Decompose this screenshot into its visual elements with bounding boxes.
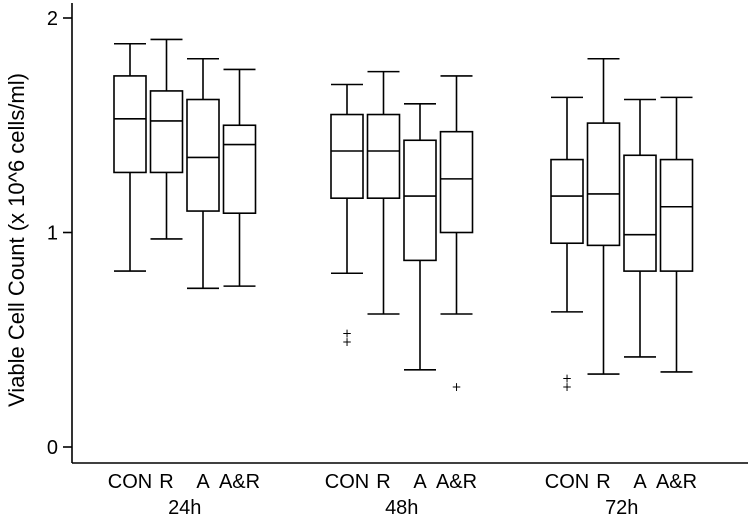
category-label: A [413,471,427,493]
box-24h-CON [113,42,147,272]
category-label: R [159,471,173,493]
y-tick-label: 2 [47,8,58,30]
box-72h-A&R [659,96,694,373]
axes: 0 1 2 [47,3,748,464]
category-label: R [596,471,610,493]
box-iqr [366,113,401,199]
box-iqr [623,154,657,272]
group-label: 24h [168,497,201,519]
outlier-point: + [562,371,572,385]
category-label: CON [325,471,369,493]
box-iqr [550,158,584,245]
y-tick-label: 1 [47,223,58,245]
box-24h-A [186,57,220,290]
box-72h-CON: ++ [550,96,584,394]
category-label: R [376,471,390,493]
box-48h-A [403,103,437,371]
box-iqr [439,130,474,234]
box-iqr [113,75,147,174]
outlier-point: + [562,380,572,394]
category-label: CON [108,471,152,493]
group-label: 72h [605,497,638,519]
box-iqr [149,90,184,174]
category-label: A&R [436,471,477,493]
box-iqr [222,124,257,214]
category-label: CON [545,471,589,493]
box-24h-A&R [222,68,257,287]
outlier-point: + [342,335,352,349]
y-axis-title: Viable Cell Count (x 10^6 cells/ml) [4,73,29,407]
box-72h-R [586,57,621,375]
box-iqr [186,98,220,212]
box-72h-A [623,98,657,358]
outlier-point: + [451,380,461,394]
plot-area: +++++ [113,38,694,394]
box-iqr [403,139,437,262]
y-tick-label: 0 [47,437,58,459]
box-48h-CON: ++ [330,83,364,349]
category-label: A&R [656,471,697,493]
box-48h-A&R: + [439,75,474,394]
box-iqr [330,113,364,199]
box-iqr [659,158,694,272]
box-iqr [586,122,621,247]
group-label: 48h [385,497,418,519]
box-48h-R [366,70,401,315]
category-label: A&R [219,471,260,493]
box-24h-R [149,38,184,240]
category-label: A [196,471,210,493]
outlier-point: + [342,326,352,340]
category-label: A [633,471,647,493]
category-labels: CON R A A&R 24h CON R A A&R 48h CON R A A&R 72h [108,471,697,519]
